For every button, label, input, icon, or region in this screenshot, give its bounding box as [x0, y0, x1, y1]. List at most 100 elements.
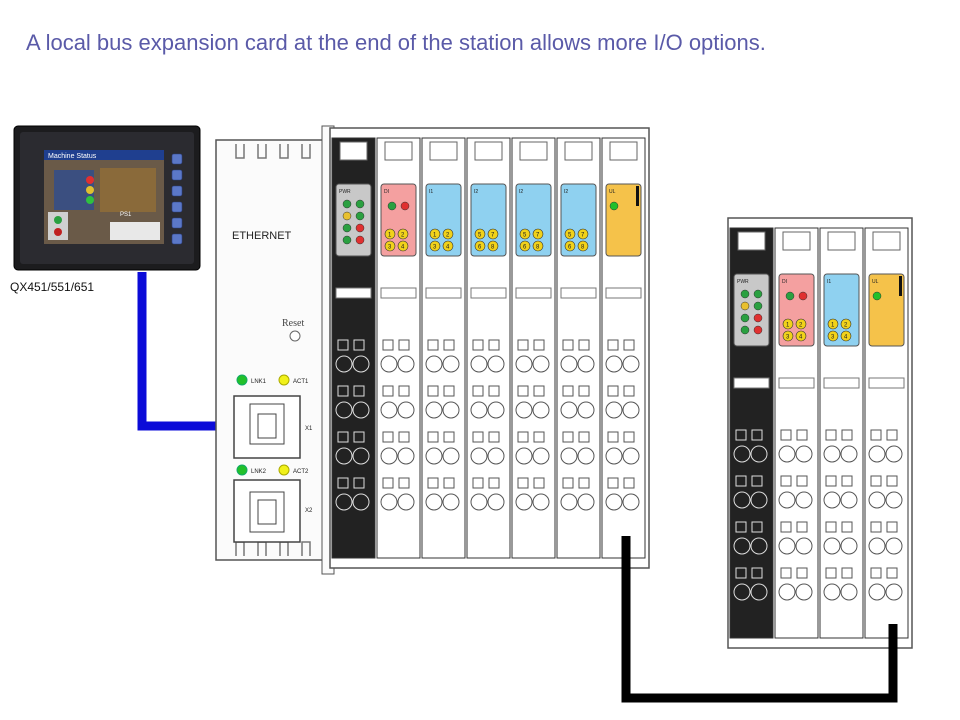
main-terminal-release[interactable] [382, 339, 394, 351]
main-terminal-release[interactable] [337, 385, 349, 397]
main-terminal-release[interactable] [398, 431, 410, 443]
exp-terminal-release[interactable] [841, 521, 853, 533]
main-terminal-release[interactable] [337, 431, 349, 443]
main-terminal-release[interactable] [488, 431, 500, 443]
exp-terminal-release[interactable] [735, 567, 747, 579]
main-terminal-release[interactable] [427, 385, 439, 397]
main-terminal-release[interactable] [517, 431, 529, 443]
exp-terminal-release[interactable] [780, 429, 792, 441]
exp-terminal-release[interactable] [735, 475, 747, 487]
exp-terminal-release[interactable] [751, 475, 763, 487]
hmi-fkey-5[interactable] [171, 217, 183, 229]
exp-terminal-release[interactable] [870, 521, 882, 533]
exp-terminal-release[interactable] [780, 475, 792, 487]
main-terminal-release[interactable] [562, 339, 574, 351]
main-terminal-release[interactable] [353, 339, 365, 351]
main-terminal-release[interactable] [337, 477, 349, 489]
exp-module-tab [782, 231, 811, 251]
exp-terminal-release[interactable] [735, 429, 747, 441]
main-terminal-release[interactable] [398, 385, 410, 397]
ethernet-port-x2[interactable] [233, 479, 301, 543]
ethernet-port-x1[interactable] [233, 395, 301, 459]
hmi-fkey-3[interactable] [171, 185, 183, 197]
main-terminal-release[interactable] [353, 431, 365, 443]
hmi-fkey-6[interactable] [171, 233, 183, 245]
exp-terminal-release[interactable] [886, 567, 898, 579]
main-terminal-release[interactable] [398, 339, 410, 351]
main-terminal-release[interactable] [427, 431, 439, 443]
main-terminal-release[interactable] [562, 431, 574, 443]
main-terminal-release[interactable] [382, 477, 394, 489]
main-terminal-release[interactable] [533, 477, 545, 489]
main-terminal-release[interactable] [353, 385, 365, 397]
main-terminal-release[interactable] [623, 431, 635, 443]
main-terminal-release[interactable] [427, 477, 439, 489]
main-terminal-release[interactable] [488, 385, 500, 397]
exp-terminal-release[interactable] [886, 429, 898, 441]
main-terminal-release[interactable] [382, 431, 394, 443]
main-terminal-release[interactable] [398, 477, 410, 489]
main-terminal-release[interactable] [472, 385, 484, 397]
exp-terminal-release[interactable] [796, 475, 808, 487]
main-terminal-release[interactable] [353, 477, 365, 489]
main-terminal-release[interactable] [533, 385, 545, 397]
main-terminal-release[interactable] [517, 477, 529, 489]
exp-terminal-release[interactable] [870, 475, 882, 487]
main-terminal-release[interactable] [562, 477, 574, 489]
main-terminal-release[interactable] [607, 477, 619, 489]
reset-button[interactable] [289, 330, 301, 342]
main-terminal-release[interactable] [607, 385, 619, 397]
main-terminal-release[interactable] [427, 339, 439, 351]
exp-channel-led [795, 318, 807, 330]
main-terminal-release[interactable] [578, 431, 590, 443]
exp-terminal-release[interactable] [886, 521, 898, 533]
exp-terminal-release[interactable] [796, 567, 808, 579]
exp-terminal-release[interactable] [751, 567, 763, 579]
main-terminal-release[interactable] [623, 339, 635, 351]
main-terminal-release[interactable] [623, 477, 635, 489]
hmi-fkey-4[interactable] [171, 201, 183, 213]
main-terminal-release[interactable] [443, 339, 455, 351]
main-terminal-release[interactable] [472, 339, 484, 351]
exp-terminal-release[interactable] [886, 475, 898, 487]
main-terminal-release[interactable] [443, 477, 455, 489]
main-terminal-release[interactable] [578, 477, 590, 489]
main-terminal-release[interactable] [562, 385, 574, 397]
main-terminal-release[interactable] [488, 339, 500, 351]
exp-terminal-release[interactable] [870, 429, 882, 441]
main-terminal-release[interactable] [443, 385, 455, 397]
exp-terminal-release[interactable] [751, 429, 763, 441]
main-terminal-release[interactable] [472, 477, 484, 489]
main-terminal-release[interactable] [623, 385, 635, 397]
main-terminal-release[interactable] [607, 339, 619, 351]
main-terminal-release[interactable] [337, 339, 349, 351]
exp-terminal-release[interactable] [825, 567, 837, 579]
main-terminal-release[interactable] [607, 431, 619, 443]
exp-terminal-release[interactable] [870, 567, 882, 579]
exp-terminal-release[interactable] [751, 521, 763, 533]
exp-terminal-release[interactable] [841, 429, 853, 441]
main-terminal-release[interactable] [382, 385, 394, 397]
exp-terminal-release[interactable] [825, 429, 837, 441]
main-terminal-release[interactable] [443, 431, 455, 443]
exp-terminal-release[interactable] [780, 521, 792, 533]
hmi-fkey-1[interactable] [171, 153, 183, 165]
main-terminal-release[interactable] [517, 385, 529, 397]
exp-terminal-release[interactable] [841, 475, 853, 487]
exp-terminal-release[interactable] [735, 521, 747, 533]
exp-terminal-release[interactable] [796, 429, 808, 441]
exp-terminal-release[interactable] [796, 521, 808, 533]
hmi-fkey-2[interactable] [171, 169, 183, 181]
exp-terminal-release[interactable] [825, 521, 837, 533]
main-terminal-release[interactable] [578, 339, 590, 351]
exp-terminal-release[interactable] [841, 567, 853, 579]
main-terminal-release[interactable] [578, 385, 590, 397]
main-terminal-release[interactable] [488, 477, 500, 489]
exp-terminal-release[interactable] [825, 475, 837, 487]
main-terminal-release[interactable] [533, 339, 545, 351]
exp-terminal-release[interactable] [780, 567, 792, 579]
main-terminal-release[interactable] [472, 431, 484, 443]
main-terminal-release[interactable] [533, 431, 545, 443]
main-terminal-hole [605, 447, 623, 465]
main-terminal-release[interactable] [517, 339, 529, 351]
